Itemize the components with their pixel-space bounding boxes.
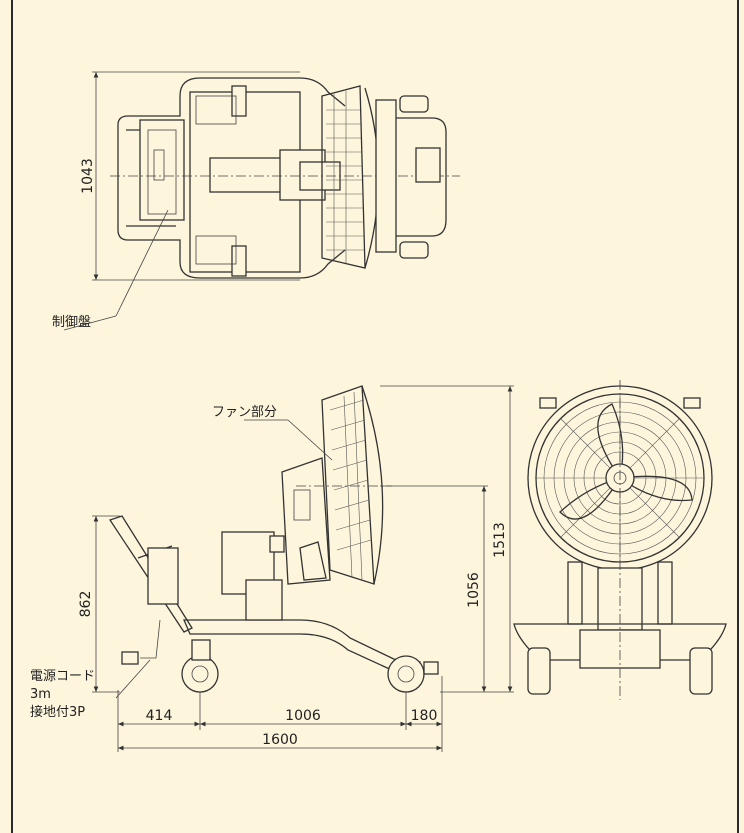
dim-rear-offset: 414 (118, 708, 200, 727)
dim-handle-height-label: 862 (78, 591, 94, 618)
side-view: 862 (30, 385, 514, 752)
front-view (513, 380, 727, 700)
dim-rear-offset-label: 414 (146, 708, 173, 724)
power-cord-label-3: 接地付3P (30, 704, 85, 720)
dim-front-offset-label: 180 (411, 708, 438, 724)
dim-top-width-label: 1043 (80, 158, 96, 194)
dim-handle-height: 862 (78, 515, 120, 693)
fan-section-label: ファン部分 (212, 405, 277, 420)
dim-wheelbase-label: 1006 (285, 708, 321, 724)
dim-fan-height-label: 1056 (466, 572, 482, 608)
control-panel-label: 制御盤 (52, 315, 91, 330)
dim-total-height: 1513 (380, 385, 514, 693)
power-cord-label-1: 電源コード (30, 669, 95, 684)
dim-total-length: 1600 (118, 732, 442, 751)
dim-wheelbase: 1006 (200, 708, 406, 727)
dim-front-offset: 180 (406, 708, 442, 727)
left-border (11, 0, 13, 833)
right-border (737, 0, 739, 833)
rear-wheel (181, 639, 219, 693)
front-wheel (387, 655, 439, 693)
top-view: 1043 (52, 71, 460, 331)
power-cord-label-2: 3m (30, 687, 51, 702)
dim-fan-height: 1056 (380, 485, 488, 692)
dim-total-height-label: 1513 (492, 522, 508, 558)
dim-total-length-label: 1600 (262, 732, 298, 748)
dim-top-width: 1043 (80, 71, 300, 281)
